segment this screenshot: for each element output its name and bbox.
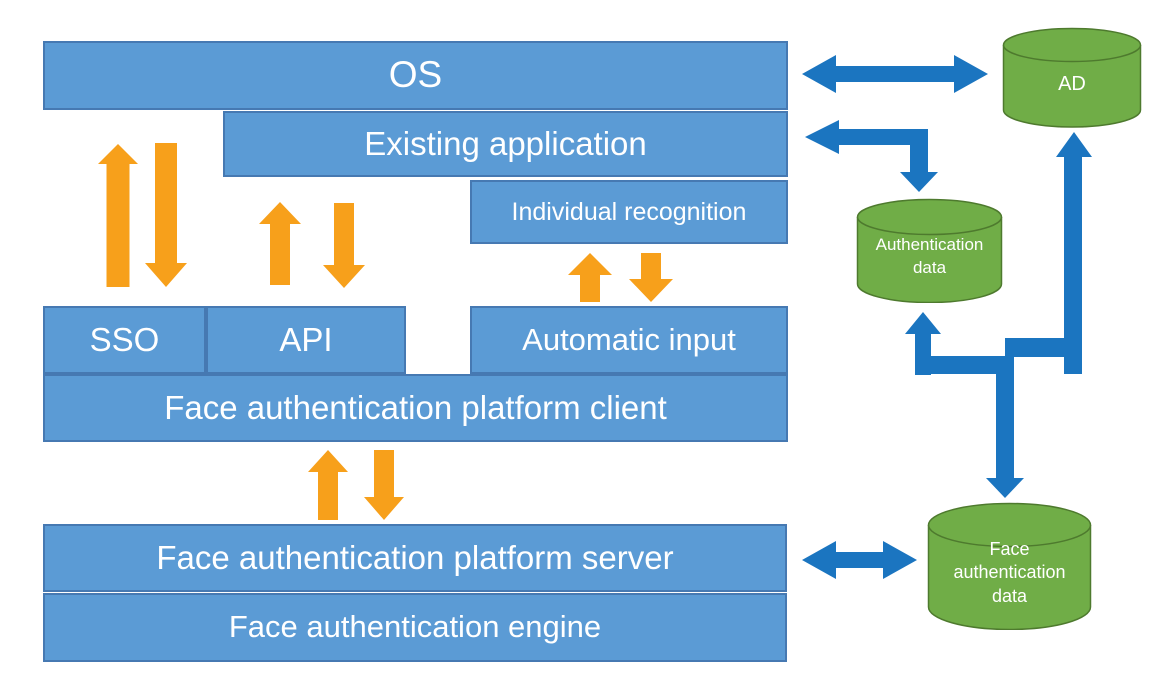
- existing-application-authentication-data-elbow-arrow-icon: [805, 120, 938, 192]
- os-to-sso-down-arrow-icon: [145, 143, 187, 287]
- individual-recognition-to-automatic-input-down-arrow-icon: [629, 253, 673, 302]
- box-platform-server: Face authentication platform server: [43, 524, 787, 592]
- api-to-existing-application-up-arrow-icon: [259, 202, 301, 285]
- database-cylinder-icon: [856, 198, 1003, 303]
- box-engine: Face authentication engine: [43, 593, 787, 662]
- automatic-input-to-individual-recognition-up-arrow-icon: [568, 253, 612, 302]
- database-cylinder-icon: [1002, 27, 1142, 128]
- datastore-ad-label: AD: [1058, 72, 1086, 95]
- box-automatic-input: Automatic input: [470, 306, 788, 374]
- datastore-face-authentication-data: Face authentication data: [927, 502, 1092, 630]
- datastore-authentication-data: Authentication data: [856, 198, 1003, 303]
- database-cylinder-icon: [927, 502, 1092, 630]
- box-individual-recognition: Individual recognition: [470, 180, 788, 244]
- datastore-ad: AD: [1002, 27, 1142, 128]
- server-face-authentication-data-double-arrow-icon: [802, 541, 917, 579]
- box-existing-application: Existing application: [223, 111, 788, 177]
- face-authentication-data-ad-up-arrow-icon: [1005, 132, 1092, 374]
- box-api: API: [206, 306, 406, 374]
- authentication-data-face-authentication-data-elbow-arrow-icon: [905, 312, 1024, 498]
- sso-to-os-up-arrow-icon: [98, 144, 138, 287]
- box-platform-client: Face authentication platform client: [43, 374, 788, 442]
- os-ad-double-arrow-icon: [802, 55, 988, 93]
- server-to-client-down-arrow-icon: [364, 450, 404, 520]
- box-sso: SSO: [43, 306, 206, 374]
- existing-application-to-api-down-arrow-icon: [323, 203, 365, 288]
- datastore-face-authentication-data-label: Face authentication data: [953, 538, 1066, 606]
- client-to-server-up-arrow-icon: [308, 450, 348, 520]
- datastore-authentication-data-label: Authentication data: [875, 235, 984, 277]
- box-os: OS: [43, 41, 788, 110]
